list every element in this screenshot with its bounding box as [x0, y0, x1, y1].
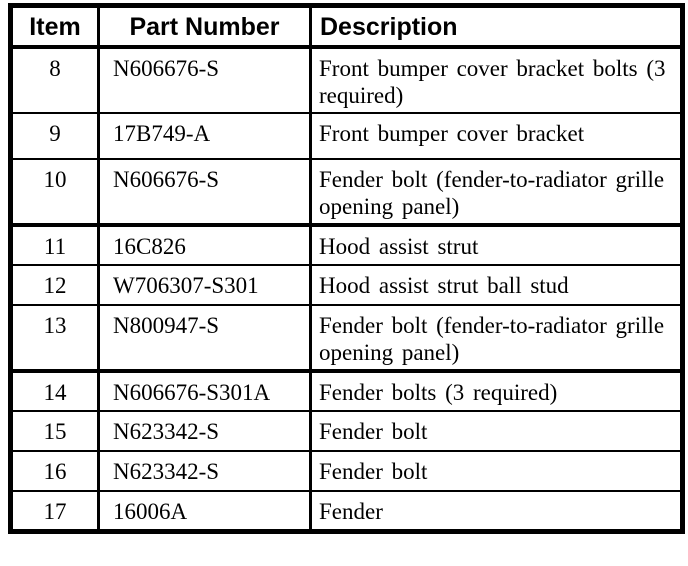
part-number-cell: N800947-S — [97, 304, 312, 373]
item-cell: 9 — [9, 112, 100, 160]
table-row: 10 N606676-S Fender bolt (fender-to-radi… — [9, 158, 684, 227]
table-header-row: Item Part Number Description — [9, 4, 684, 49]
description-cell: Front bumper cover bracket — [309, 112, 684, 160]
part-number-cell: N606676-S — [97, 158, 312, 227]
item-cell: 12 — [9, 264, 100, 306]
item-cell: 8 — [9, 46, 100, 114]
description-cell: Fender bolt (fender-to-radiator grille o… — [309, 304, 684, 373]
column-header-item: Item — [9, 4, 100, 49]
part-number-cell: N623342-S — [97, 410, 312, 452]
part-number-cell: 17B749-A — [97, 112, 312, 160]
table-row: 14 N606676-S301A Fender bolts (3 require… — [9, 370, 684, 412]
description-cell: Fender bolt — [309, 450, 684, 492]
description-cell: Fender bolts (3 required) — [309, 370, 684, 412]
table-row: 16 N623342-S Fender bolt — [9, 450, 684, 492]
table-row: 15 N623342-S Fender bolt — [9, 410, 684, 452]
column-header-description: Description — [309, 4, 684, 49]
item-cell: 15 — [9, 410, 100, 452]
table-row: 17 16006A Fender — [9, 490, 684, 532]
description-cell: Fender bolt (fender-to-radiator grille o… — [309, 158, 684, 227]
description-cell: Fender bolt — [309, 410, 684, 452]
part-number-cell: 16006A — [97, 490, 312, 532]
item-cell: 14 — [9, 370, 100, 412]
table-row: 8 N606676-S Front bumper cover bracket b… — [9, 46, 684, 114]
part-number-cell: 16C826 — [97, 224, 312, 266]
item-cell: 17 — [9, 490, 100, 532]
table-row: 9 17B749-A Front bumper cover bracket — [9, 112, 684, 160]
description-cell: Fender — [309, 490, 684, 532]
table-row: 11 16C826 Hood assist strut — [9, 224, 684, 266]
description-cell: Hood assist strut ball stud — [309, 264, 684, 306]
column-header-part-number: Part Number — [97, 4, 312, 49]
part-number-cell: N606676-S — [97, 46, 312, 114]
description-cell: Front bumper cover bracket bolts (3 requ… — [309, 46, 684, 114]
item-cell: 11 — [9, 224, 100, 266]
part-number-cell: W706307-S301 — [97, 264, 312, 306]
part-number-cell: N623342-S — [97, 450, 312, 492]
part-number-cell: N606676-S301A — [97, 370, 312, 412]
description-cell: Hood assist strut — [309, 224, 684, 266]
table-row: 12 W706307-S301 Hood assist strut ball s… — [9, 264, 684, 306]
item-cell: 13 — [9, 304, 100, 373]
item-cell: 16 — [9, 450, 100, 492]
parts-table: Item Part Number Description 8 N606676-S… — [8, 3, 685, 534]
item-cell: 10 — [9, 158, 100, 227]
table-row: 13 N800947-S Fender bolt (fender-to-radi… — [9, 304, 684, 373]
